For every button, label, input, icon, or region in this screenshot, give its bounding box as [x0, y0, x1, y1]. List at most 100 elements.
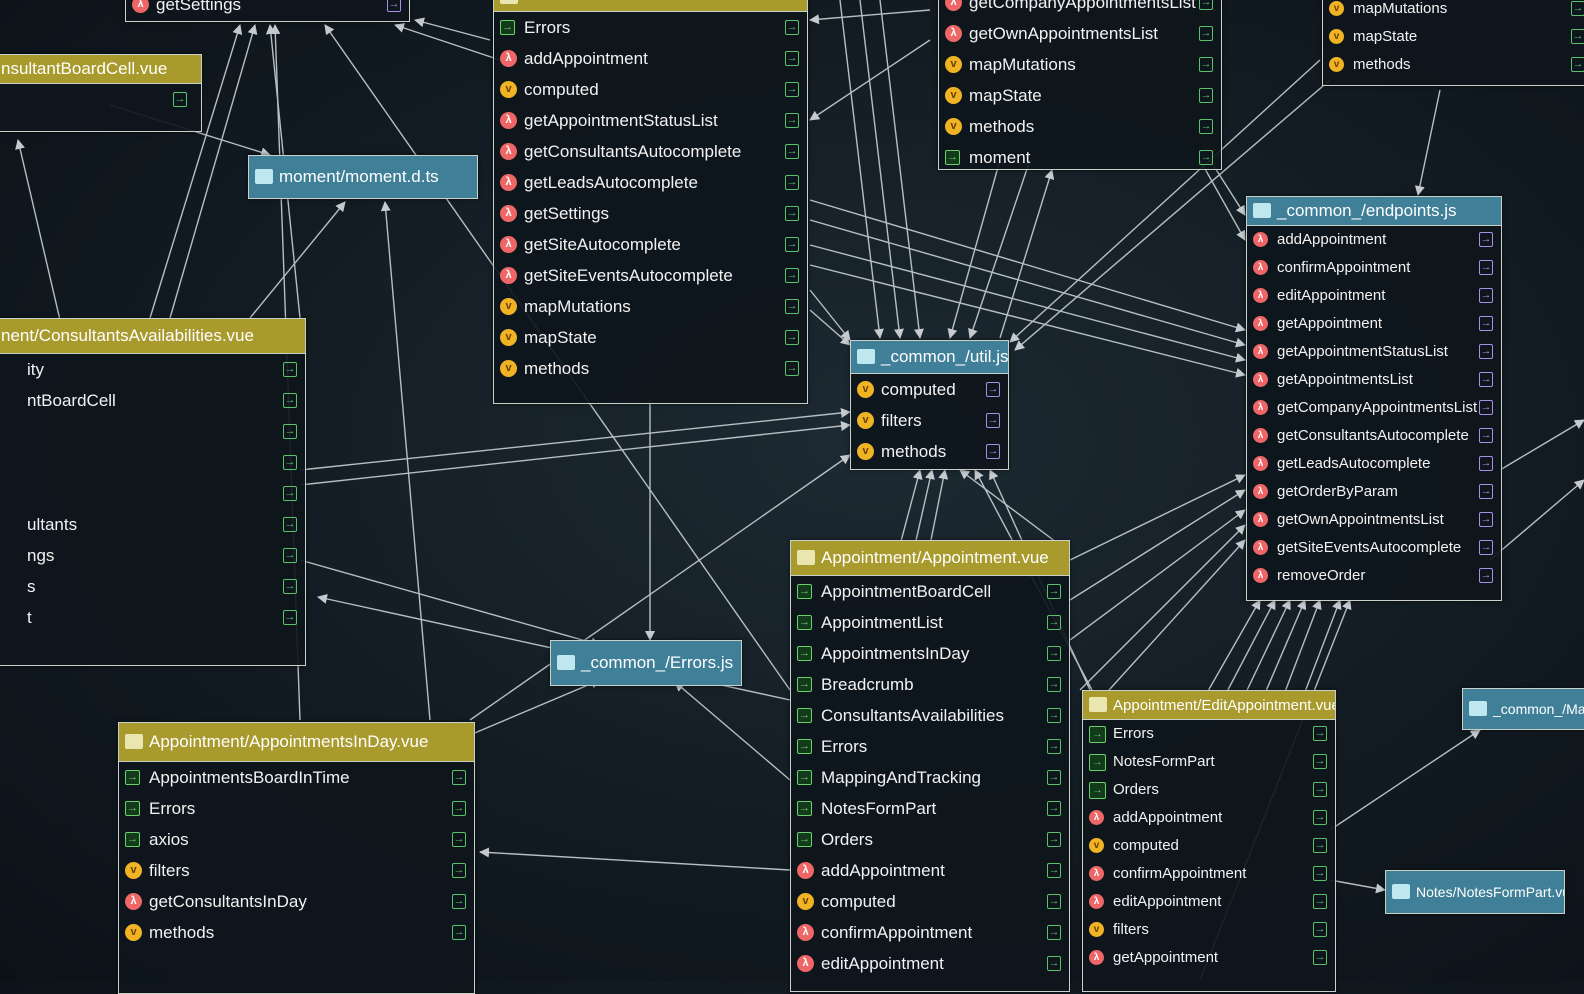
- member-row[interactable]: →axios→: [119, 824, 474, 855]
- member-row[interactable]: ngs→: [0, 540, 305, 571]
- member-row[interactable]: →ConsultantsAvailabilities→: [791, 700, 1069, 731]
- member-row[interactable]: →: [0, 447, 305, 478]
- member-row[interactable]: →Errors→: [494, 12, 807, 43]
- member-label: editAppointment: [1113, 893, 1222, 910]
- member-row[interactable]: →Orders→: [791, 824, 1069, 855]
- member-label: Errors: [1113, 725, 1154, 742]
- member-row[interactable]: →Orders→: [1083, 776, 1335, 804]
- import-icon: →: [945, 150, 960, 165]
- member-row[interactable]: →NotesFormPart→: [791, 793, 1069, 824]
- member-row[interactable]: ultants→: [0, 509, 305, 540]
- import-arrow-icon: →: [1313, 838, 1327, 853]
- member-row[interactable]: →AppointmentsInDay→: [791, 638, 1069, 669]
- file-icon: [500, 0, 518, 4]
- member-row[interactable]: ntBoardCell→: [0, 385, 305, 416]
- node-notes-form[interactable]: Notes/NotesFormPart.vue: [1385, 870, 1565, 914]
- member-row[interactable]: →Breadcrumb→: [791, 669, 1069, 700]
- member-row[interactable]: →: [0, 416, 305, 447]
- member-row[interactable]: t→: [0, 602, 305, 633]
- member-row[interactable]: →Errors→: [1083, 720, 1335, 748]
- member-row[interactable]: →Errors→: [791, 731, 1069, 762]
- import-arrow-icon: →: [1047, 646, 1061, 661]
- member-row[interactable]: →NotesFormPart→: [1083, 748, 1335, 776]
- node-edit-appointment[interactable]: Appointment/EditAppointment.vue →Errors→…: [1082, 690, 1336, 992]
- member-row[interactable]: →AppointmentBoardCell→: [791, 576, 1069, 607]
- member-row[interactable]: →moment→: [939, 142, 1221, 173]
- import-arrow-icon: →: [1199, 119, 1213, 134]
- node-errors-js[interactable]: _common_/Errors.js: [550, 640, 742, 686]
- member-label: NotesFormPart: [1113, 753, 1215, 770]
- node-get-settings[interactable]: λ getSettings →: [125, 0, 410, 22]
- node-appointments-in-day[interactable]: Appointment/AppointmentsInDay.vue →Appoi…: [118, 722, 475, 994]
- member-row[interactable]: →Errors→: [119, 793, 474, 824]
- node-consultants-availabilities[interactable]: nent/ConsultantsAvailabilities.vue ity→n…: [0, 318, 306, 666]
- node-moment[interactable]: moment/moment.d.ts: [248, 155, 478, 199]
- member-row[interactable]: →: [0, 478, 305, 509]
- node-common-ma[interactable]: _common_/Ma: [1462, 688, 1584, 730]
- member-row[interactable]: →AppointmentsBoardInTime→: [119, 762, 474, 793]
- member-row[interactable]: ity→: [0, 354, 305, 385]
- node-consultant-board-cell[interactable]: nsultantBoardCell.vue →: [0, 54, 202, 132]
- member-row[interactable]: →MappingAndTracking→: [791, 762, 1069, 793]
- member-label: getAppointmentStatusList: [1277, 343, 1448, 360]
- node-appointment-vue[interactable]: Appointment/Appointment.vue →Appointment…: [790, 540, 1070, 992]
- member-row[interactable]: →AppointmentList→: [791, 607, 1069, 638]
- member-label: AppointmentsInDay: [821, 644, 970, 663]
- member-row[interactable]: s→: [0, 571, 305, 602]
